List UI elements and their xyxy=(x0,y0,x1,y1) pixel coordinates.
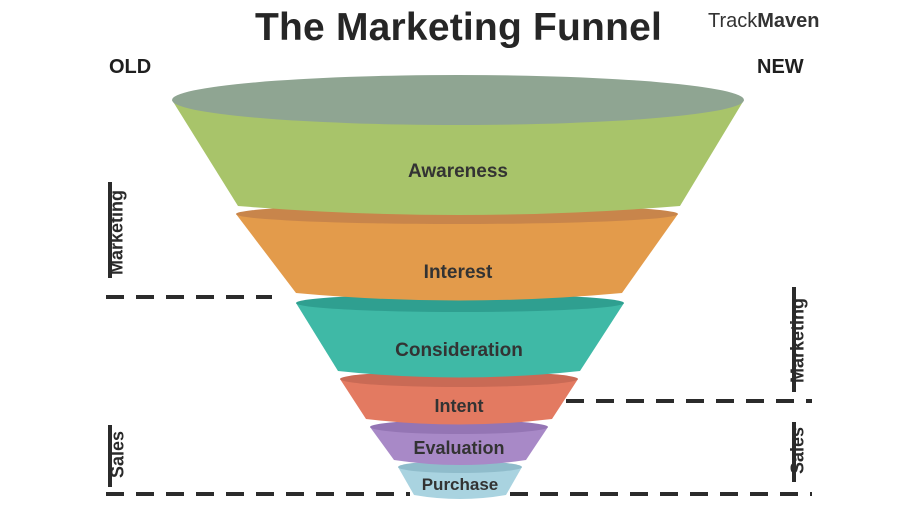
stage-intent-label: Intent xyxy=(435,396,484,416)
stage-consideration: Consideration xyxy=(296,294,624,378)
left-sales-bar xyxy=(108,425,112,487)
stage-evaluation: Evaluation xyxy=(370,420,548,465)
new-column-label: NEW xyxy=(757,56,804,78)
stage-purchase-label: Purchase xyxy=(422,475,499,494)
stage-awareness-label: Awareness xyxy=(408,161,508,182)
stage-awareness-rim xyxy=(172,75,744,125)
right-sales-bar xyxy=(792,422,796,482)
stage-purchase: Purchase xyxy=(398,461,522,499)
stage-interest-body xyxy=(236,214,678,301)
stage-consideration-label: Consideration xyxy=(395,340,523,361)
stage-purchase-body xyxy=(398,467,522,499)
right-marketing-bar xyxy=(792,287,796,392)
stage-awareness-body xyxy=(172,100,744,215)
brand-part-2: Maven xyxy=(757,10,820,32)
brand-part-1: Track xyxy=(708,10,758,32)
stage-intent-body xyxy=(340,379,578,425)
stage-interest: Interest xyxy=(236,204,678,301)
stage-purchase-rim xyxy=(398,461,522,473)
left-marketing-bar xyxy=(108,182,112,278)
brand-logo: TrackMaven xyxy=(708,10,820,33)
stage-interest-label: Interest xyxy=(424,262,493,283)
stage-intent: Intent xyxy=(340,371,578,425)
stage-evaluation-rim xyxy=(370,420,548,434)
stage-evaluation-body xyxy=(370,427,548,465)
old-column-label: OLD xyxy=(109,56,152,78)
stage-evaluation-label: Evaluation xyxy=(413,438,504,458)
stage-awareness: Awareness xyxy=(172,75,744,215)
page-title: The Marketing Funnel xyxy=(255,6,663,49)
stage-consideration-body xyxy=(296,303,624,378)
